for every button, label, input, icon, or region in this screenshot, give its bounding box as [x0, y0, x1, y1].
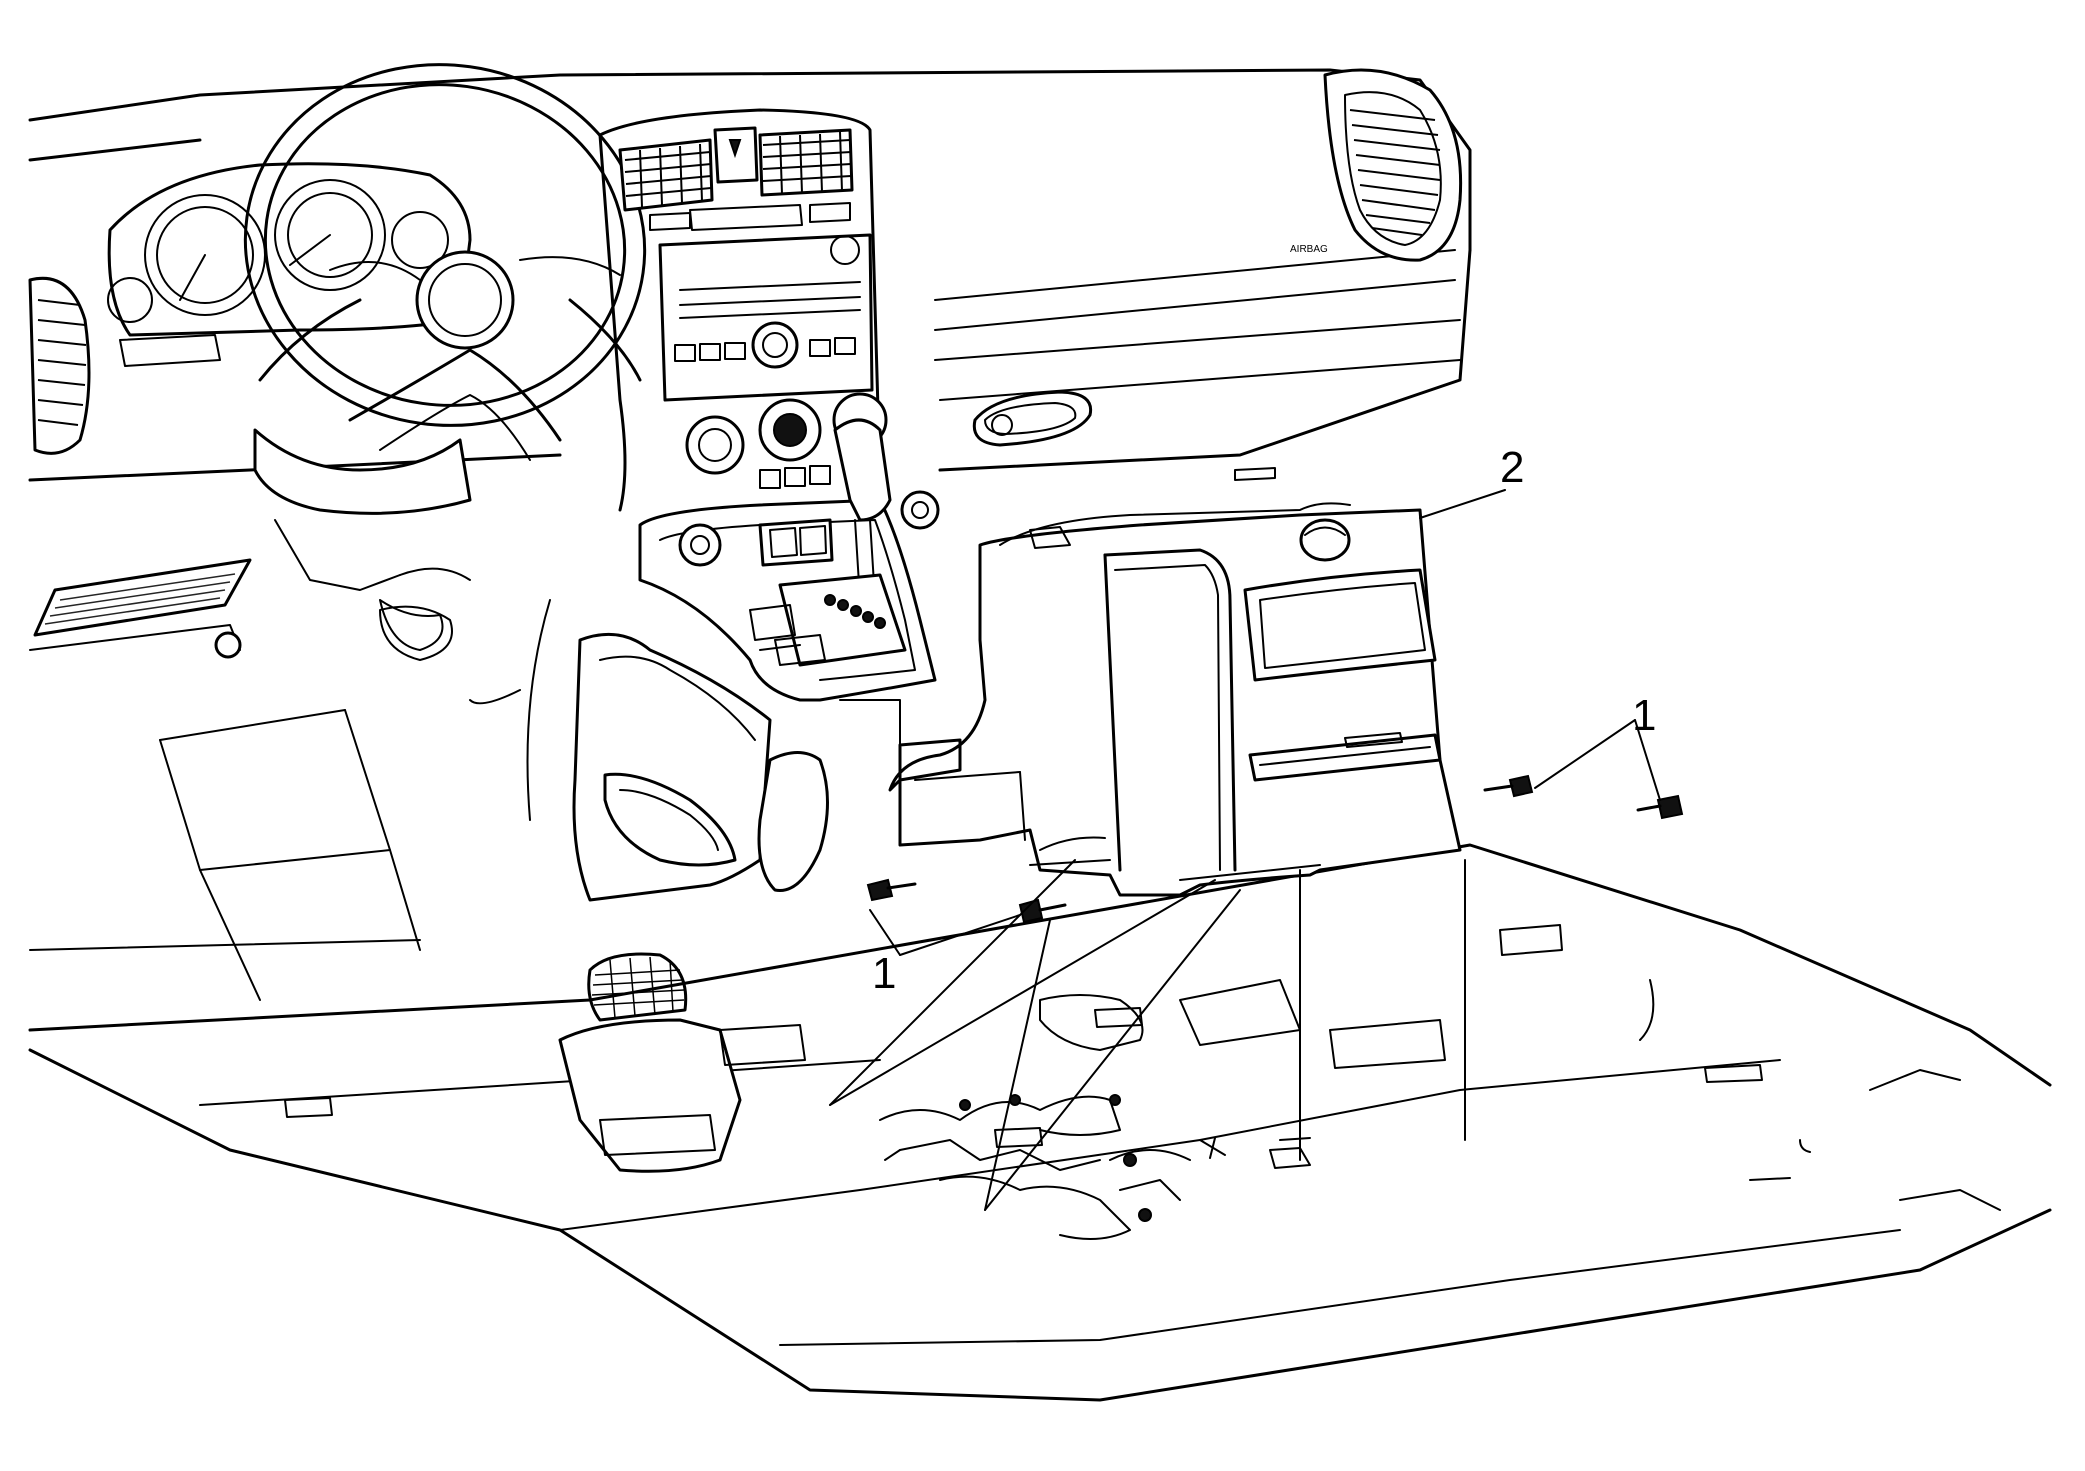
- dashboard: AIRBAG: [28, 68, 1472, 482]
- center-stack: [598, 108, 888, 512]
- instrument-cluster: [107, 162, 472, 367]
- fastener-right-2: [1636, 794, 1684, 820]
- center-console: [888, 502, 1466, 1161]
- floor-carpet: [28, 843, 2052, 1402]
- fastener-right-1: [1483, 774, 1534, 798]
- callout-2: 2: [1500, 443, 1524, 492]
- console-side-panel: [572, 632, 901, 1022]
- fastener-left-1: [866, 878, 917, 902]
- driver-air-vent: [28, 276, 91, 455]
- callout-leaders: [869, 489, 1661, 956]
- driver-footwell: [29, 558, 551, 1001]
- steering-wheel: [243, 63, 647, 651]
- callout-1-left: 1: [872, 949, 896, 998]
- callout-1-right: 1: [1632, 691, 1656, 740]
- passenger-air-vent: [1323, 68, 1463, 262]
- fasteners: [829, 774, 1684, 1211]
- airbag-label: AIRBAG: [1290, 244, 1328, 255]
- shifter-area: [638, 418, 940, 702]
